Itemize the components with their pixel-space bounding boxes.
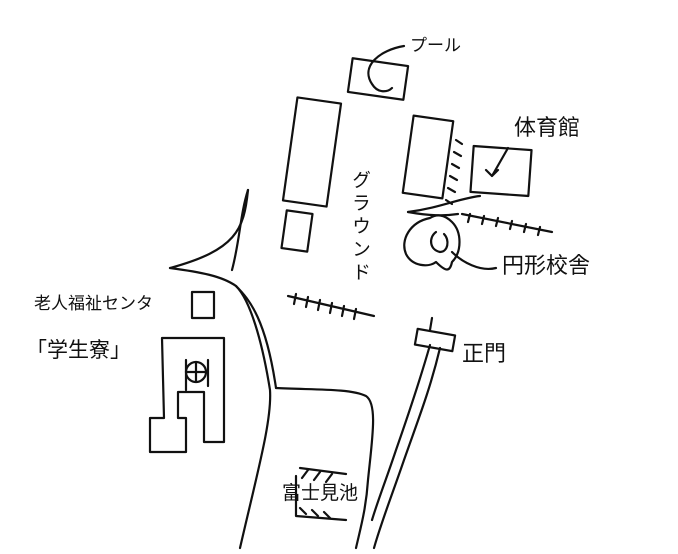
building-long-1 <box>281 96 343 208</box>
elderly-center-label: 老人福祉センタ <box>34 294 153 314</box>
road-top-branch <box>168 266 272 550</box>
hatch-1 <box>444 138 464 206</box>
campus-road-right <box>460 212 554 234</box>
student-dorm-building <box>148 336 226 454</box>
road-left-edge <box>168 188 250 270</box>
gate-tick <box>428 316 434 332</box>
hatch-2 <box>466 212 542 237</box>
student-dorm-label: 「学生寮」 <box>26 338 131 362</box>
gym-label: 体育館 <box>514 116 581 141</box>
pool-arrow <box>367 44 406 93</box>
circular-building <box>403 214 461 271</box>
ground-label: グラウンド <box>349 170 371 285</box>
road-inner-edge <box>230 188 250 272</box>
gate-path-right <box>372 346 442 550</box>
ground-track <box>286 292 376 321</box>
dorm-inner-lines <box>184 358 210 392</box>
road-right-edge <box>234 284 278 390</box>
building-small-1 <box>280 209 314 253</box>
building-long-2 <box>401 114 455 200</box>
circular-building-inner <box>430 230 449 254</box>
gym-building <box>469 144 533 198</box>
circular-building-label: 円形校舎 <box>502 254 591 279</box>
pool-label: プール <box>410 36 461 56</box>
pond-label: 富士見池 <box>282 482 359 504</box>
pool-building <box>346 57 410 101</box>
main-gate-label: 正門 <box>462 342 507 367</box>
elderly-center-building <box>190 290 216 320</box>
dorm-circle-cross <box>184 360 208 384</box>
circular-arrow <box>450 250 498 270</box>
gate-path-left <box>370 343 432 522</box>
pond-hatch <box>298 468 334 520</box>
campus-road-upper <box>406 194 482 214</box>
gym-arrow <box>484 146 510 178</box>
campus-road-lower <box>406 210 460 217</box>
pond-path <box>274 386 375 550</box>
main-gate-structure <box>413 327 457 353</box>
